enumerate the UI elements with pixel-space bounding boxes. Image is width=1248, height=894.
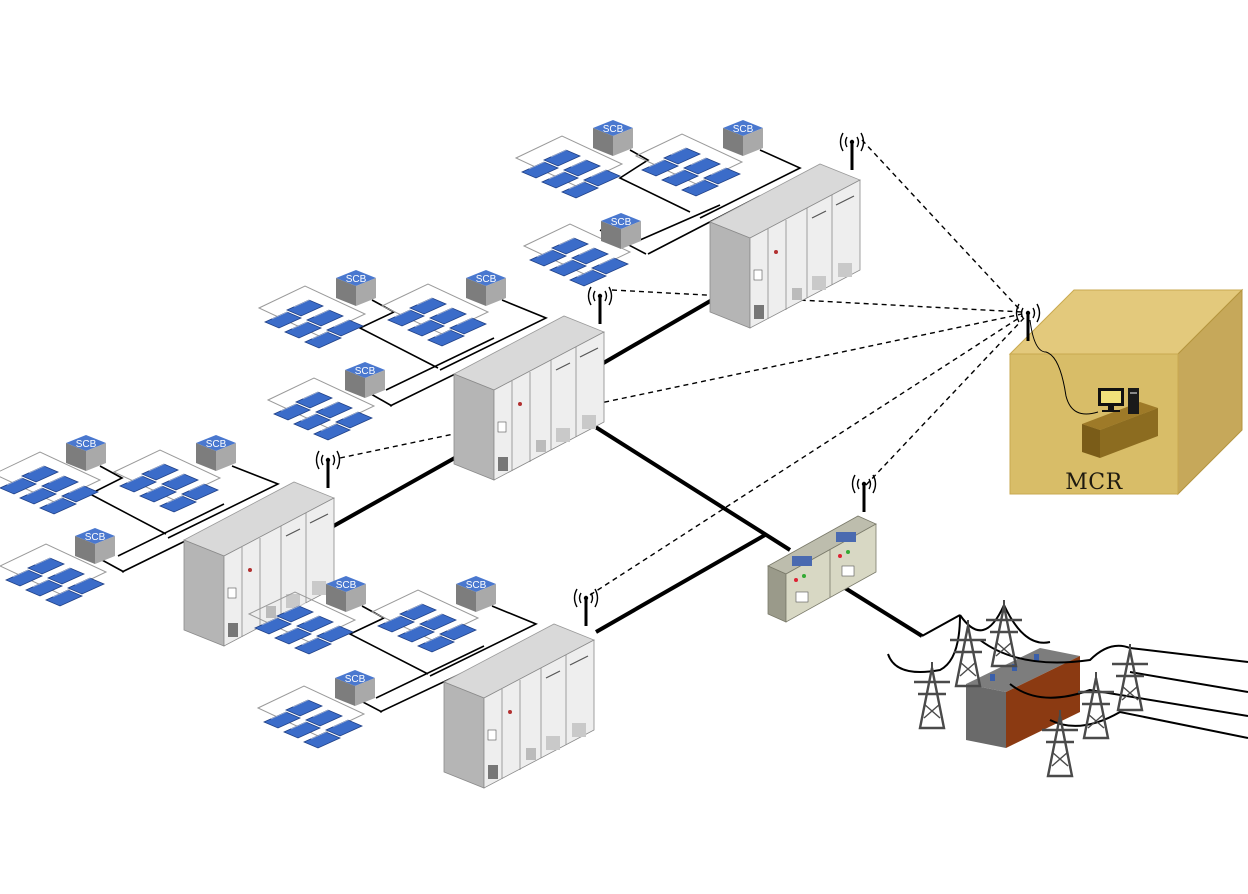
wireless-link-inverter-2 [611,289,1023,313]
transformer-icon [966,648,1080,748]
combiner-box-icon: SCB [336,270,376,306]
inverter-cabinet-icon [453,315,605,481]
scb-label: SCB [466,580,487,591]
scb-label: SCB [336,580,357,591]
combiner-box-icon: SCB [723,120,763,156]
wireless-links [339,139,1025,596]
wireless-link-switchgear [865,317,1025,486]
antenna-icon [315,449,341,490]
antenna-icon [587,285,613,326]
combiner-box-icon: SCB [593,120,633,156]
subarray-4: SCB SCB SCB [249,576,599,789]
antenna-icon [839,131,865,172]
scb-label: SCB [611,217,632,228]
inverter-cabinet-icon [709,163,861,329]
scb-label: SCB [76,439,97,450]
computer-icon [1098,388,1139,414]
switchgear-icon [767,515,877,623]
combiner-box-icon: SCB [75,528,115,564]
mcr-label: MCR [1065,470,1123,495]
transmission-tower-icon [1076,670,1116,740]
transmission-tower-icon [984,598,1024,668]
inverter-cabinet-icon [443,623,595,789]
scb-label: SCB [355,366,376,377]
scb-label: SCB [206,439,227,450]
combiner-box-icon: SCB [326,576,366,612]
subarray-2: SCB SCB SCB [259,270,613,481]
scb-label: SCB [476,274,497,285]
combiner-box-icon: SCB [66,435,106,471]
substation [887,598,1248,778]
subarray-1: SCB SCB SCB [516,120,865,329]
transmission-tower-icon [1110,642,1150,712]
combiner-box-icon: SCB [456,576,496,612]
scb-label: SCB [85,532,106,543]
combiner-box-icon: SCB [601,213,641,249]
antenna-icon [851,473,877,514]
scb-label: SCB [345,674,366,685]
scb-label: SCB [603,124,624,135]
mcr-building: MCR [1008,288,1244,496]
scb-label: SCB [346,274,367,285]
wireless-link-inverter-1 [861,139,1023,313]
combiner-box-icon: SCB [335,670,375,706]
antenna-icon [573,587,599,628]
scb-label: SCB [733,124,754,135]
combiner-box-icon: SCB [466,270,506,306]
combiner-box-icon: SCB [196,435,236,471]
combiner-box-icon: SCB [345,362,385,398]
wireless-link-inverter-4 [589,315,1023,596]
subarray-3: SCB SCB SCB [0,435,341,647]
wireless-link-inverter-3 [339,313,1023,459]
